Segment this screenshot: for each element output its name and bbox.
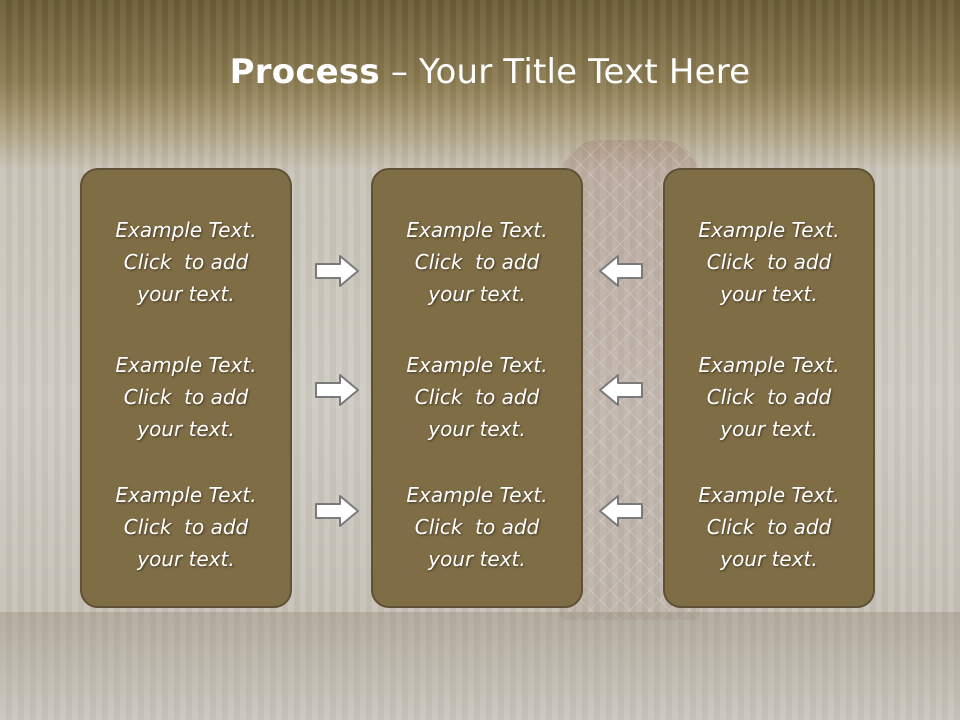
left-arrow-icon xyxy=(599,374,643,406)
text-line: Click to add xyxy=(414,250,540,274)
process-box-left[interactable]: Example Text. Click to add your text. Ex… xyxy=(80,168,292,608)
text-line: Click to add xyxy=(123,515,249,539)
text-item[interactable]: Example Text. Click to add your text. xyxy=(82,349,290,445)
text-line: Example Text. xyxy=(406,483,548,507)
title-dash: – xyxy=(379,52,420,92)
process-box-center[interactable]: Example Text. Click to add your text. Ex… xyxy=(371,168,583,608)
right-arrow-icon xyxy=(315,495,359,527)
text-line: Example Text. xyxy=(698,218,840,242)
text-item[interactable]: Example Text. Click to add your text. xyxy=(665,214,873,310)
text-line: your text. xyxy=(720,547,818,571)
text-line: Click to add xyxy=(414,385,540,409)
title-bold: Process xyxy=(229,52,380,92)
text-line: Click to add xyxy=(123,250,249,274)
text-line: Click to add xyxy=(706,385,832,409)
text-line: Click to add xyxy=(414,515,540,539)
title-rest: Your Title Text Here xyxy=(419,52,751,92)
text-line: your text. xyxy=(720,417,818,441)
text-line: Example Text. xyxy=(698,483,840,507)
left-arrow-icon xyxy=(599,495,643,527)
text-line: your text. xyxy=(720,282,818,306)
text-item[interactable]: Example Text. Click to add your text. xyxy=(82,479,290,575)
text-line: Example Text. xyxy=(115,483,257,507)
text-line: Click to add xyxy=(706,515,832,539)
text-line: Example Text. xyxy=(698,353,840,377)
text-line: your text. xyxy=(137,417,235,441)
text-line: your text. xyxy=(428,547,526,571)
text-item[interactable]: Example Text. Click to add your text. xyxy=(373,479,581,575)
text-line: Example Text. xyxy=(406,218,548,242)
text-line: Example Text. xyxy=(115,353,257,377)
slide-title[interactable]: Process – Your Title Text Here xyxy=(0,52,960,92)
text-item[interactable]: Example Text. Click to add your text. xyxy=(82,214,290,310)
left-arrow-icon xyxy=(599,255,643,287)
text-item[interactable]: Example Text. Click to add your text. xyxy=(665,479,873,575)
text-item[interactable]: Example Text. Click to add your text. xyxy=(665,349,873,445)
process-box-right[interactable]: Example Text. Click to add your text. Ex… xyxy=(663,168,875,608)
text-line: your text. xyxy=(428,282,526,306)
floor-background xyxy=(0,612,960,720)
text-line: Example Text. xyxy=(406,353,548,377)
text-line: Click to add xyxy=(706,250,832,274)
text-line: your text. xyxy=(137,547,235,571)
text-line: your text. xyxy=(428,417,526,441)
text-line: your text. xyxy=(137,282,235,306)
right-arrow-icon xyxy=(315,374,359,406)
text-line: Click to add xyxy=(123,385,249,409)
right-arrow-icon xyxy=(315,255,359,287)
text-item[interactable]: Example Text. Click to add your text. xyxy=(373,349,581,445)
text-line: Example Text. xyxy=(115,218,257,242)
text-item[interactable]: Example Text. Click to add your text. xyxy=(373,214,581,310)
